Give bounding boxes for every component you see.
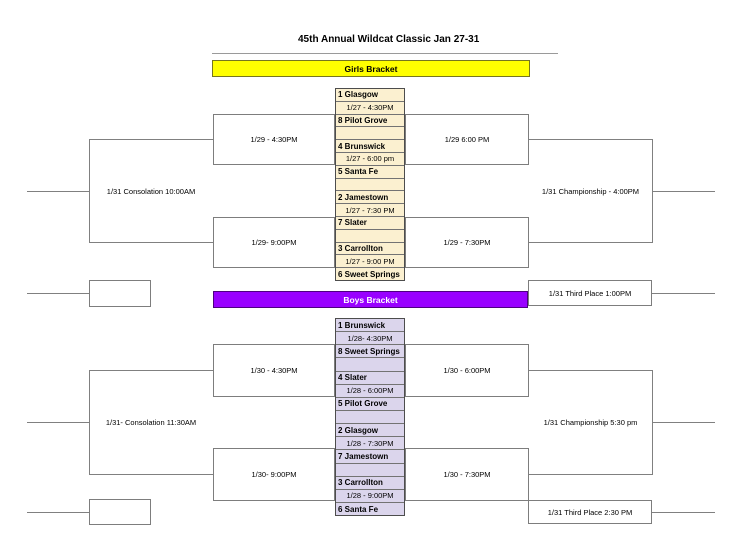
game-time-cell: 1/28 - 9:00PM	[336, 490, 404, 503]
team-cell: 6 Santa Fe	[338, 504, 379, 514]
game-time-label: 1/31 Third Place 2:30 PM	[547, 507, 633, 517]
team-cell: 3 Carrollton	[336, 243, 404, 256]
girls-consolation-final-label: 1/31 Consolation 10:00AM	[89, 184, 213, 198]
girls-consolation-connector-bottom	[89, 242, 213, 243]
boys-champion-advance-line	[652, 422, 715, 423]
girls-semifinal-top-box: 1/29 6:00 PM	[405, 114, 529, 165]
team-cell: 1 Brunswick	[336, 319, 404, 333]
boys-third-place-advance-line	[652, 512, 715, 513]
boys-consolation-junction-line	[89, 370, 90, 475]
game-time-label: 1/31- Consolation 11:30AM	[105, 417, 197, 427]
team-cell: 2 Jamestown	[336, 191, 404, 205]
game-time-cell: 1/27 - 9:00 PM	[336, 255, 404, 269]
game-time-label: 1/29 - 4:30PM	[250, 135, 298, 144]
girls-banner-label: Girls Bracket	[344, 63, 398, 74]
team-cell: 8 Pilot Grove	[336, 115, 404, 128]
boys-consolation-connector-bottom	[89, 474, 213, 475]
team-cell: 5 Pilot Grove	[336, 398, 404, 411]
boys-consolation-semifinal-bottom-box: 1/30- 9:00PM	[213, 448, 335, 501]
game-time-label: 1/29 6:00 PM	[444, 135, 490, 144]
girls-consolation-connector-top	[89, 139, 213, 140]
boys-semifinal-connector-top	[529, 370, 652, 371]
spacer-cell	[336, 358, 404, 372]
boys-empty-game-box	[89, 499, 151, 525]
game-time-cell: 1/28- 4:30PM	[336, 332, 404, 346]
spacer-cell	[336, 411, 404, 425]
game-time-label: 1/29 - 7:30PM	[443, 238, 491, 247]
spacer-cell	[336, 464, 404, 477]
boys-semifinal-top-box: 1/30 - 6:00PM	[405, 344, 529, 397]
boys-banner-label: Boys Bracket	[343, 294, 398, 305]
boys-consolation-winner-line	[27, 422, 89, 423]
team-cell: 4 Brunswick	[336, 140, 404, 153]
boys-empty-box-line	[27, 512, 89, 513]
girls-semifinal-bottom-box: 1/29 - 7:30PM	[405, 217, 529, 268]
page-title: 45th Annual Wildcat Classic Jan 27-31	[298, 34, 480, 45]
boys-banner: Boys Bracket	[213, 291, 528, 308]
boys-championship-label: 1/31 Championship 5:30 pm	[529, 415, 652, 429]
game-time-cell: 1/28 - 7:30PM	[336, 437, 404, 451]
game-time-label: 1/30 - 7:30PM	[443, 470, 491, 479]
game-time-label: 1/30 - 4:30PM	[250, 366, 298, 375]
girls-champion-advance-line	[652, 191, 715, 192]
girls-third-place-box: 1/31 Third Place 1:00PM	[528, 280, 652, 306]
girls-consolation-semifinal-top-box: 1/29 - 4:30PM	[213, 114, 335, 165]
team-cell: 6 Sweet Springs	[338, 269, 400, 279]
spacer-cell	[336, 127, 404, 141]
girls-empty-game-box	[89, 280, 151, 307]
game-time-label: 1/29- 9:00PM	[251, 238, 297, 247]
game-time-cell: 1/27 - 4:30PM	[336, 102, 404, 115]
boys-consolation-connector-top	[89, 370, 213, 371]
team-cell: 7 Slater	[336, 217, 404, 230]
girls-consolation-junction-line	[89, 139, 90, 243]
girls-banner: Girls Bracket	[212, 60, 530, 77]
boys-semifinal-bottom-box: 1/30 - 7:30PM	[405, 448, 529, 501]
team-cell: 8 Sweet Springs	[336, 345, 404, 359]
game-time-label: 1/31 Third Place 1:00PM	[548, 288, 632, 298]
game-time-label: 1/31 Consolation 10:00AM	[106, 186, 196, 196]
divider-line	[212, 53, 558, 54]
team-cell: 3 Carrollton	[336, 477, 404, 490]
spacer-cell	[336, 230, 404, 243]
girls-championship-label: 1/31 Championship - 4:00PM	[529, 184, 652, 198]
boys-consolation-final-label: 1/31- Consolation 11:30AM	[89, 415, 213, 429]
team-cell: 1 Glasgow	[336, 89, 404, 102]
boys-consolation-semifinal-top-box: 1/30 - 4:30PM	[213, 344, 335, 397]
game-time-label: 1/30- 9:00PM	[251, 470, 297, 479]
team-cell: 2 Glasgow	[336, 424, 404, 438]
game-time-label: 1/31 Championship 5:30 pm	[543, 417, 638, 427]
girls-third-place-advance-line	[652, 293, 715, 294]
boys-semifinal-connector-bottom	[529, 474, 652, 475]
team-cell: 4 Slater	[336, 372, 404, 385]
girls-consolation-winner-line	[27, 191, 89, 192]
girls-semifinal-connector-bottom	[529, 242, 652, 243]
team-cell: 5 Santa Fe	[336, 166, 404, 179]
game-time-cell: 1/27 - 7:30 PM	[336, 204, 404, 217]
game-time-cell: 1/28 - 6:00PM	[336, 385, 404, 398]
spacer-cell	[336, 179, 404, 192]
game-time-label: 1/30 - 6:00PM	[443, 366, 491, 375]
girls-consolation-semifinal-bottom-box: 1/29- 9:00PM	[213, 217, 335, 268]
team-cell: 7 Jamestown	[336, 450, 404, 464]
game-time-cell: 1/27 - 6:00 pm	[336, 153, 404, 166]
girls-semifinal-connector-top	[529, 139, 652, 140]
girls-bracket-column: 1 Glasgow 1/27 - 4:30PM 8 Pilot Grove 4 …	[335, 88, 405, 281]
boys-third-place-box: 1/31 Third Place 2:30 PM	[528, 500, 652, 524]
boys-bracket-column: 1 Brunswick 1/28- 4:30PM 8 Sweet Springs…	[335, 318, 405, 516]
game-time-label: 1/31 Championship - 4:00PM	[541, 186, 640, 196]
girls-empty-box-line	[27, 293, 89, 294]
